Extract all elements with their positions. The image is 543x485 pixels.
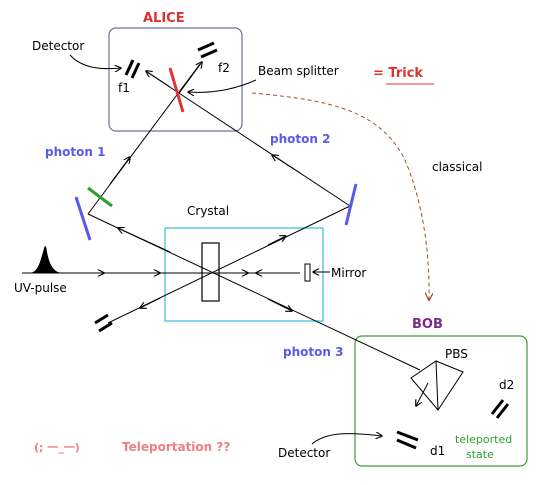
detector-d2 <box>490 399 510 419</box>
teleported-label-line2: state <box>466 448 494 461</box>
uv-pulse-icon <box>30 246 62 273</box>
detector-f1 <box>124 59 141 79</box>
crystal-box <box>164 227 324 322</box>
detector-d1 <box>396 430 419 450</box>
pbs-label: PBS <box>445 347 468 361</box>
classical-label: classical <box>432 160 482 174</box>
bob-label: BOB <box>412 317 443 332</box>
f1-label: f1 <box>118 81 130 95</box>
beam-splitter <box>168 67 185 113</box>
teleported-label-line1: teleported <box>455 433 512 446</box>
photon1-label: photon 1 <box>45 145 105 159</box>
photon2-label: photon 2 <box>270 132 330 146</box>
alice-label: ALICE <box>143 11 185 26</box>
detector-bottom-pointer <box>311 434 382 445</box>
detector-bottom-label: Detector <box>278 446 330 460</box>
pbs-output-beam <box>416 382 429 406</box>
beam-photon1 <box>87 63 201 215</box>
teleportation-caption: Teleportation ?? <box>122 440 230 454</box>
bob-box <box>354 335 528 467</box>
photon3-label: photon 3 <box>283 345 343 359</box>
uv-pulse-label: UV-pulse <box>14 281 67 295</box>
detector-top-label: Detector <box>32 39 84 53</box>
alice-box <box>108 27 243 132</box>
classical-channel-arrow <box>251 92 429 300</box>
mirror-top-right <box>344 183 358 226</box>
mirror-left <box>74 196 92 241</box>
beam-splitter-label: Beam splitter <box>258 64 339 78</box>
crystal-label: Crystal <box>187 204 229 218</box>
polarization-filter <box>87 186 113 208</box>
detector-f2 <box>197 41 218 59</box>
mirror-right <box>304 263 311 282</box>
pbs <box>410 360 464 411</box>
f2-label: f2 <box>218 61 230 75</box>
mirror-label: Mirror <box>331 266 366 280</box>
face-caption: (; 一_一) <box>34 441 80 454</box>
trick-label: = Trick <box>373 66 423 81</box>
beam-splitter-pointer <box>188 79 257 92</box>
detector-top-pointer <box>69 54 121 69</box>
beam-photon2 <box>146 71 351 207</box>
detector-lower-left <box>94 313 113 333</box>
d1-label: d1 <box>430 444 445 458</box>
d2-label: d2 <box>499 378 514 392</box>
